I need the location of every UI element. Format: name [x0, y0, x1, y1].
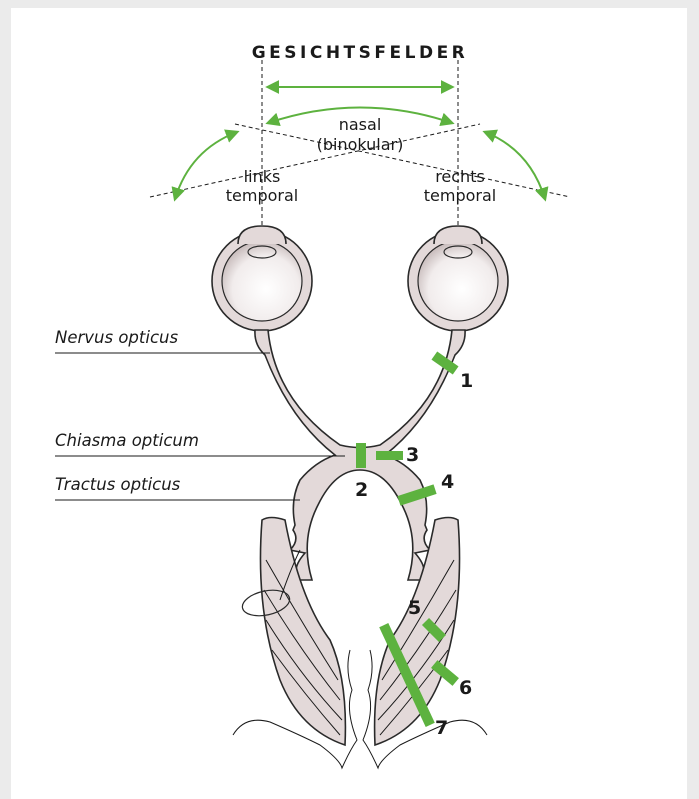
lesion-number-7: 7	[435, 717, 448, 739]
lesion-number-1: 1	[460, 370, 473, 392]
left-optic-radiation	[240, 518, 345, 746]
diagram-title: GESICHTSFELDER	[252, 43, 469, 63]
visual-field-lines	[150, 60, 570, 340]
tractus-opticus-label: Tractus opticus	[55, 475, 181, 494]
lesion-number-5: 5	[408, 597, 421, 619]
lesion-bar-3	[376, 451, 403, 460]
right-eye	[408, 226, 508, 331]
lesion-number-4: 4	[441, 471, 454, 493]
occipital-cortex-outline	[233, 650, 487, 768]
left-label: links	[244, 167, 281, 186]
binocular-label: (binokular)	[317, 135, 404, 154]
chiasma-opticum-label: Chiasma opticum	[55, 431, 199, 450]
right-label: rechts	[435, 167, 485, 186]
lesion-number-3: 3	[406, 444, 419, 466]
lesion-number-6: 6	[459, 677, 472, 699]
left-eye	[212, 226, 312, 331]
lesion-bar-2	[356, 443, 366, 468]
left-temporal-label: temporal	[226, 186, 298, 205]
nasal-label: nasal	[339, 115, 382, 134]
right-temporal-label: temporal	[424, 186, 496, 205]
lesion-number-2: 2	[355, 479, 368, 501]
nervus-opticus-label: Nervus opticus	[55, 328, 178, 347]
